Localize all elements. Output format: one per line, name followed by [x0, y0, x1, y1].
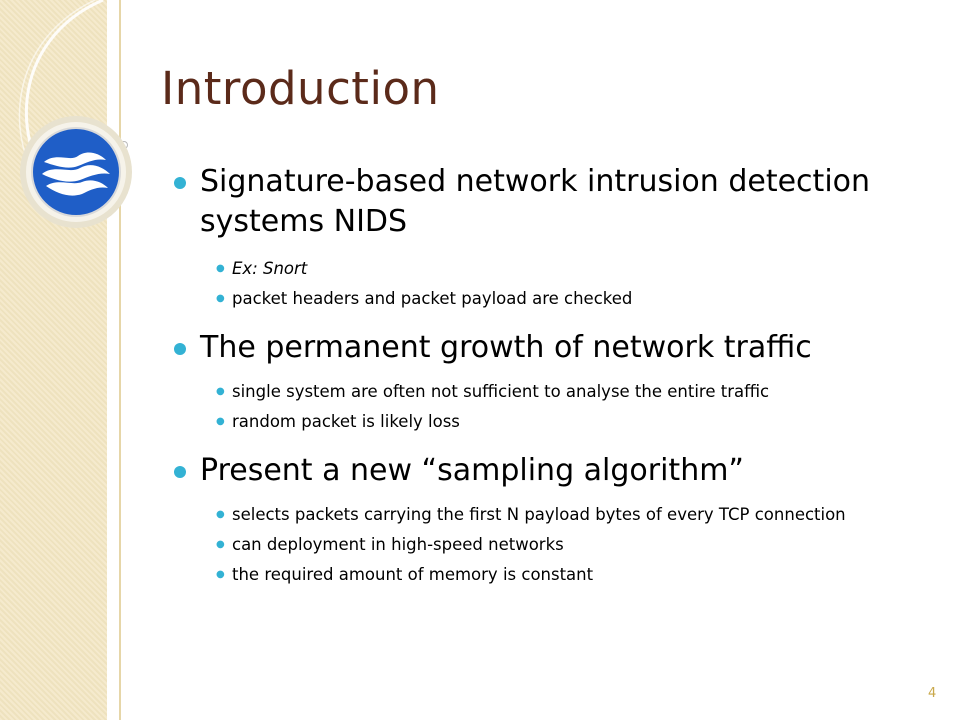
- logo-emblem: [20, 116, 132, 228]
- sub-bullet-text: selects packets carrying the first N pay…: [232, 505, 846, 524]
- slide-title: Introduction: [161, 62, 440, 115]
- sub-bullet-text: packet headers and packet payload are ch…: [232, 289, 633, 308]
- bullet-text: The permanent growth of network traffic: [200, 330, 812, 365]
- sub-bullet-dot-icon: ●: [216, 386, 225, 397]
- slide-number: 4: [928, 686, 937, 701]
- sub-bullet-text: the required amount of memory is constan…: [232, 565, 594, 584]
- bullet-group: The permanent growth of network traffic …: [170, 328, 940, 432]
- bullet-group: Signature-based network intrusion detect…: [170, 162, 940, 309]
- bullet-group: Present a new “sampling algorithm” ● sel…: [170, 451, 940, 585]
- bullet-dot-icon: [174, 466, 186, 478]
- sub-bullet-text: Ex: Snort: [232, 259, 308, 278]
- sub-bullet-dot-icon: ●: [216, 416, 225, 427]
- bullet-dot-icon: [174, 343, 186, 355]
- bullet-text: Signature-based network intrusion detect…: [200, 164, 871, 239]
- bullet-text: Present a new “sampling algorithm”: [200, 453, 744, 488]
- sub-bullet-item: ● selects packets carrying the first N p…: [170, 504, 940, 525]
- sub-bullet-dot-icon: ●: [216, 509, 225, 520]
- bullet-item: Signature-based network intrusion detect…: [170, 162, 940, 242]
- bullet-dot-icon: [174, 177, 186, 189]
- bullet-list: Signature-based network intrusion detect…: [170, 162, 940, 585]
- bullet-item: The permanent growth of network traffic: [170, 328, 940, 368]
- sub-bullet-item: ● packet headers and packet payload are …: [170, 288, 940, 309]
- bullet-item: Present a new “sampling algorithm”: [170, 451, 940, 491]
- sub-bullet-item: ● single system are often not sufficient…: [170, 381, 940, 402]
- sub-bullet-item: ● the required amount of memory is const…: [170, 564, 940, 585]
- sub-bullet-item: ● random packet is likely loss: [170, 411, 940, 432]
- sub-bullet-dot-icon: ●: [216, 569, 225, 580]
- sub-bullet-text: single system are often not sufficient t…: [232, 382, 770, 401]
- sub-bullet-dot-icon: ●: [216, 539, 225, 550]
- sub-bullet-text: can deployment in high-speed networks: [232, 535, 564, 554]
- side-divider: [119, 0, 121, 720]
- sub-bullet-item: ● Ex: Snort: [170, 258, 940, 279]
- sub-bullet-dot-icon: ●: [216, 293, 225, 304]
- sub-bullet-item: ● can deployment in high-speed networks: [170, 534, 940, 555]
- sub-bullet-text: random packet is likely loss: [232, 412, 460, 431]
- sub-bullet-dot-icon: ●: [216, 263, 225, 274]
